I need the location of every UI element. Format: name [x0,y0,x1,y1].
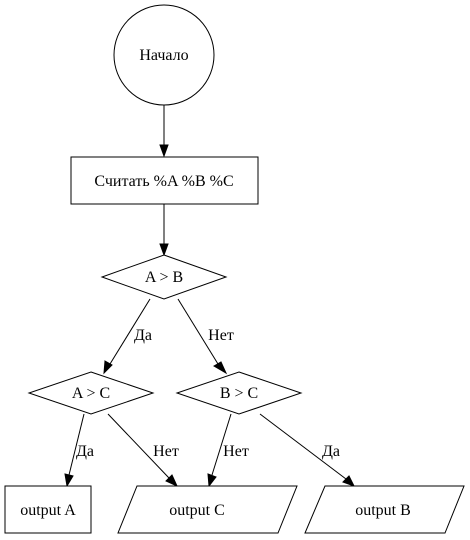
cond-ab-node: A > B [100,254,228,300]
edge-ac-no: Нет [107,413,179,488]
cond-ac-node: A > C [27,371,155,415]
read-label: Считать %A %B %C [94,173,233,190]
edge-ac-yes-label: Да [76,443,94,460]
output-c-label: output C [169,502,225,519]
cond-bc-node: B > C [175,371,303,415]
edge-ac-yes: Да [64,413,94,488]
cond-bc-label: B > C [220,385,258,402]
edge-bc-yes: Да [259,413,356,487]
read-node: Считать %A %B %C [70,156,259,205]
edge-bc-no: Нет [207,413,249,488]
edge-start-to-read [159,105,169,158]
start-label: Начало [139,47,188,64]
cond-ac-label: A > C [72,385,110,402]
edge-read-to-cond-ab [159,204,169,257]
edge-bc-yes-label: Да [322,443,340,460]
edge-ab-no-label: Нет [208,327,234,344]
output-a-label: output A [20,502,76,519]
cond-ab-label: A > B [145,269,183,286]
output-b-node: output B [304,485,465,534]
start-node: Начало [113,4,215,106]
output-b-label: output B [355,502,411,519]
edge-ab-yes-label: Да [134,327,152,344]
output-c-node: output C [117,485,298,534]
edge-ab-no: Нет [177,298,234,375]
edge-bc-no-label: Нет [223,443,249,460]
output-a-node: output A [4,485,92,534]
edge-ab-yes: Да [103,298,152,375]
edge-ac-no-label: Нет [153,443,179,460]
